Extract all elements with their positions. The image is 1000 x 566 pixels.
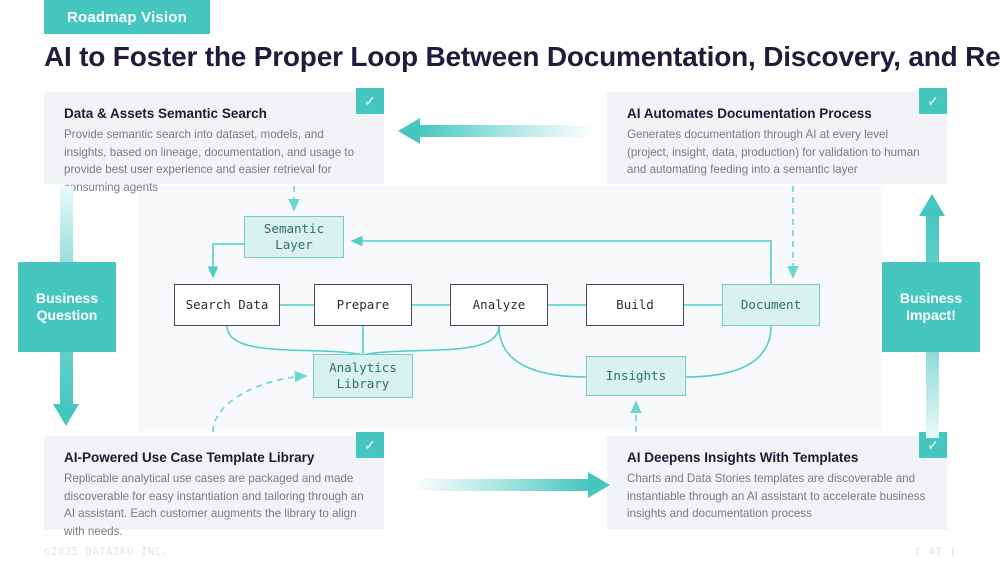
card-data-assets-semantic-search: ✓ Data & Assets Semantic Search Provide …: [44, 88, 384, 194]
bottom-flow-arrow-shaft: [412, 479, 588, 491]
flow-node-analytics-library[interactable]: Analytics Library: [313, 354, 413, 398]
card-body: Replicable analytical use cases are pack…: [64, 472, 364, 538]
page-title: AI to Foster the Proper Loop Between Doc…: [44, 41, 1000, 72]
card-body: Provide semantic search into dataset, mo…: [64, 128, 355, 194]
kicker-badge: Roadmap Vision: [44, 0, 210, 34]
flow-node-build[interactable]: Build: [586, 284, 684, 326]
card-title: Data & Assets Semantic Search: [64, 106, 267, 121]
check-icon: ✓: [356, 88, 384, 114]
business-impact-label: Business Impact!: [899, 289, 963, 324]
flow-node-insights[interactable]: Insights: [586, 356, 686, 396]
business-question-block: Business Question: [18, 262, 116, 352]
check-icon: ✓: [919, 88, 947, 114]
flow-node-document[interactable]: Document: [722, 284, 820, 326]
top-flow-arrow-head: [398, 118, 420, 144]
card-ai-powered-use-case-template-library: ✓ AI-Powered Use Case Template Library R…: [44, 432, 384, 538]
kicker-label: Roadmap Vision: [66, 8, 188, 26]
flow-node-semantic-layer[interactable]: Semantic Layer: [244, 216, 344, 258]
card-ai-automates-documentation-process: ✓ AI Automates Documentation Process Gen…: [607, 88, 947, 184]
check-icon: ✓: [356, 432, 384, 458]
top-flow-arrow-shaft: [418, 125, 594, 137]
business-impact-block: Business Impact!: [882, 262, 980, 352]
flow-node-analyze[interactable]: Analyze: [450, 284, 548, 326]
card-title: AI Deepens Insights With Templates: [627, 450, 859, 465]
business-question-arrow-head: [53, 404, 79, 426]
footer-page-number: [ 47 ]: [914, 546, 956, 558]
card-body: Generates documentation through AI at ev…: [627, 128, 920, 177]
card-ai-deepens-insights-with-templates: ✓ AI Deepens Insights With Templates Cha…: [607, 432, 947, 530]
card-title: AI Automates Documentation Process: [627, 106, 872, 121]
card-title: AI-Powered Use Case Template Library: [64, 450, 315, 465]
footer-copyright: ©2025 DATAIKU INC.: [44, 546, 169, 558]
card-body: Charts and Data Stories templates are di…: [627, 472, 926, 521]
business-question-label: Business Question: [35, 289, 99, 324]
flow-node-search-data[interactable]: Search Data: [174, 284, 280, 326]
bottom-flow-arrow-head: [588, 472, 610, 498]
business-impact-arrow-head: [919, 194, 945, 216]
flow-node-prepare[interactable]: Prepare: [314, 284, 412, 326]
